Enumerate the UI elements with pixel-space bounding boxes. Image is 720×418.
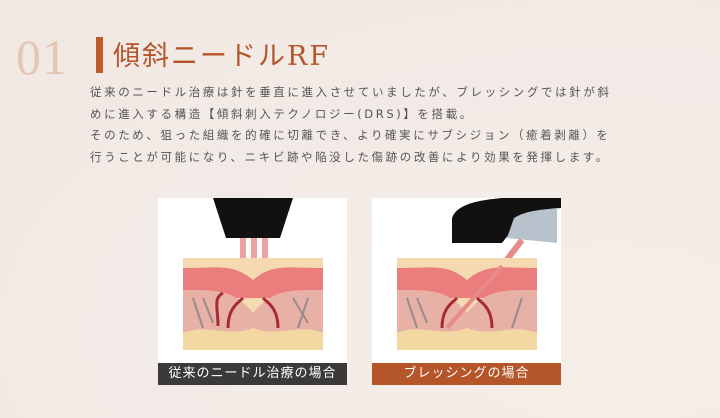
description-line: そのため、狙った組織を的確に切離でき、より確実にサブシジョン（癒着剥離）を [90, 128, 611, 142]
section-title: 傾斜ニードルRF [113, 41, 331, 72]
vertical-needle-illustration [183, 198, 323, 350]
title-accent-bar [96, 37, 103, 73]
angled-needle-illustration [397, 198, 561, 350]
panel-caption: ブレッシングの場合 [372, 363, 561, 385]
description-line: めに進入する構造【傾斜刺入テクノロジー(DRS)】を搭載。 [90, 106, 474, 121]
description-line: 行うことが可能になり、ニキビ跡や陥没した傷跡の改善により効果を発揮します。 [90, 149, 610, 164]
description-line: 従来のニードル治療は針を垂直に進入させていましたが、ブレッシングでは針が斜 [90, 85, 612, 99]
blessing-panel: ブレッシングの場合 [372, 198, 561, 385]
description: 従来のニードル治療は針を垂直に進入させていましたが、ブレッシングでは針が斜 めに… [90, 82, 650, 168]
section-number: 01 [16, 29, 68, 85]
conventional-needle-panel: 従来のニードル治療の場合 [158, 198, 347, 385]
panel-caption: 従来のニードル治療の場合 [158, 363, 347, 385]
